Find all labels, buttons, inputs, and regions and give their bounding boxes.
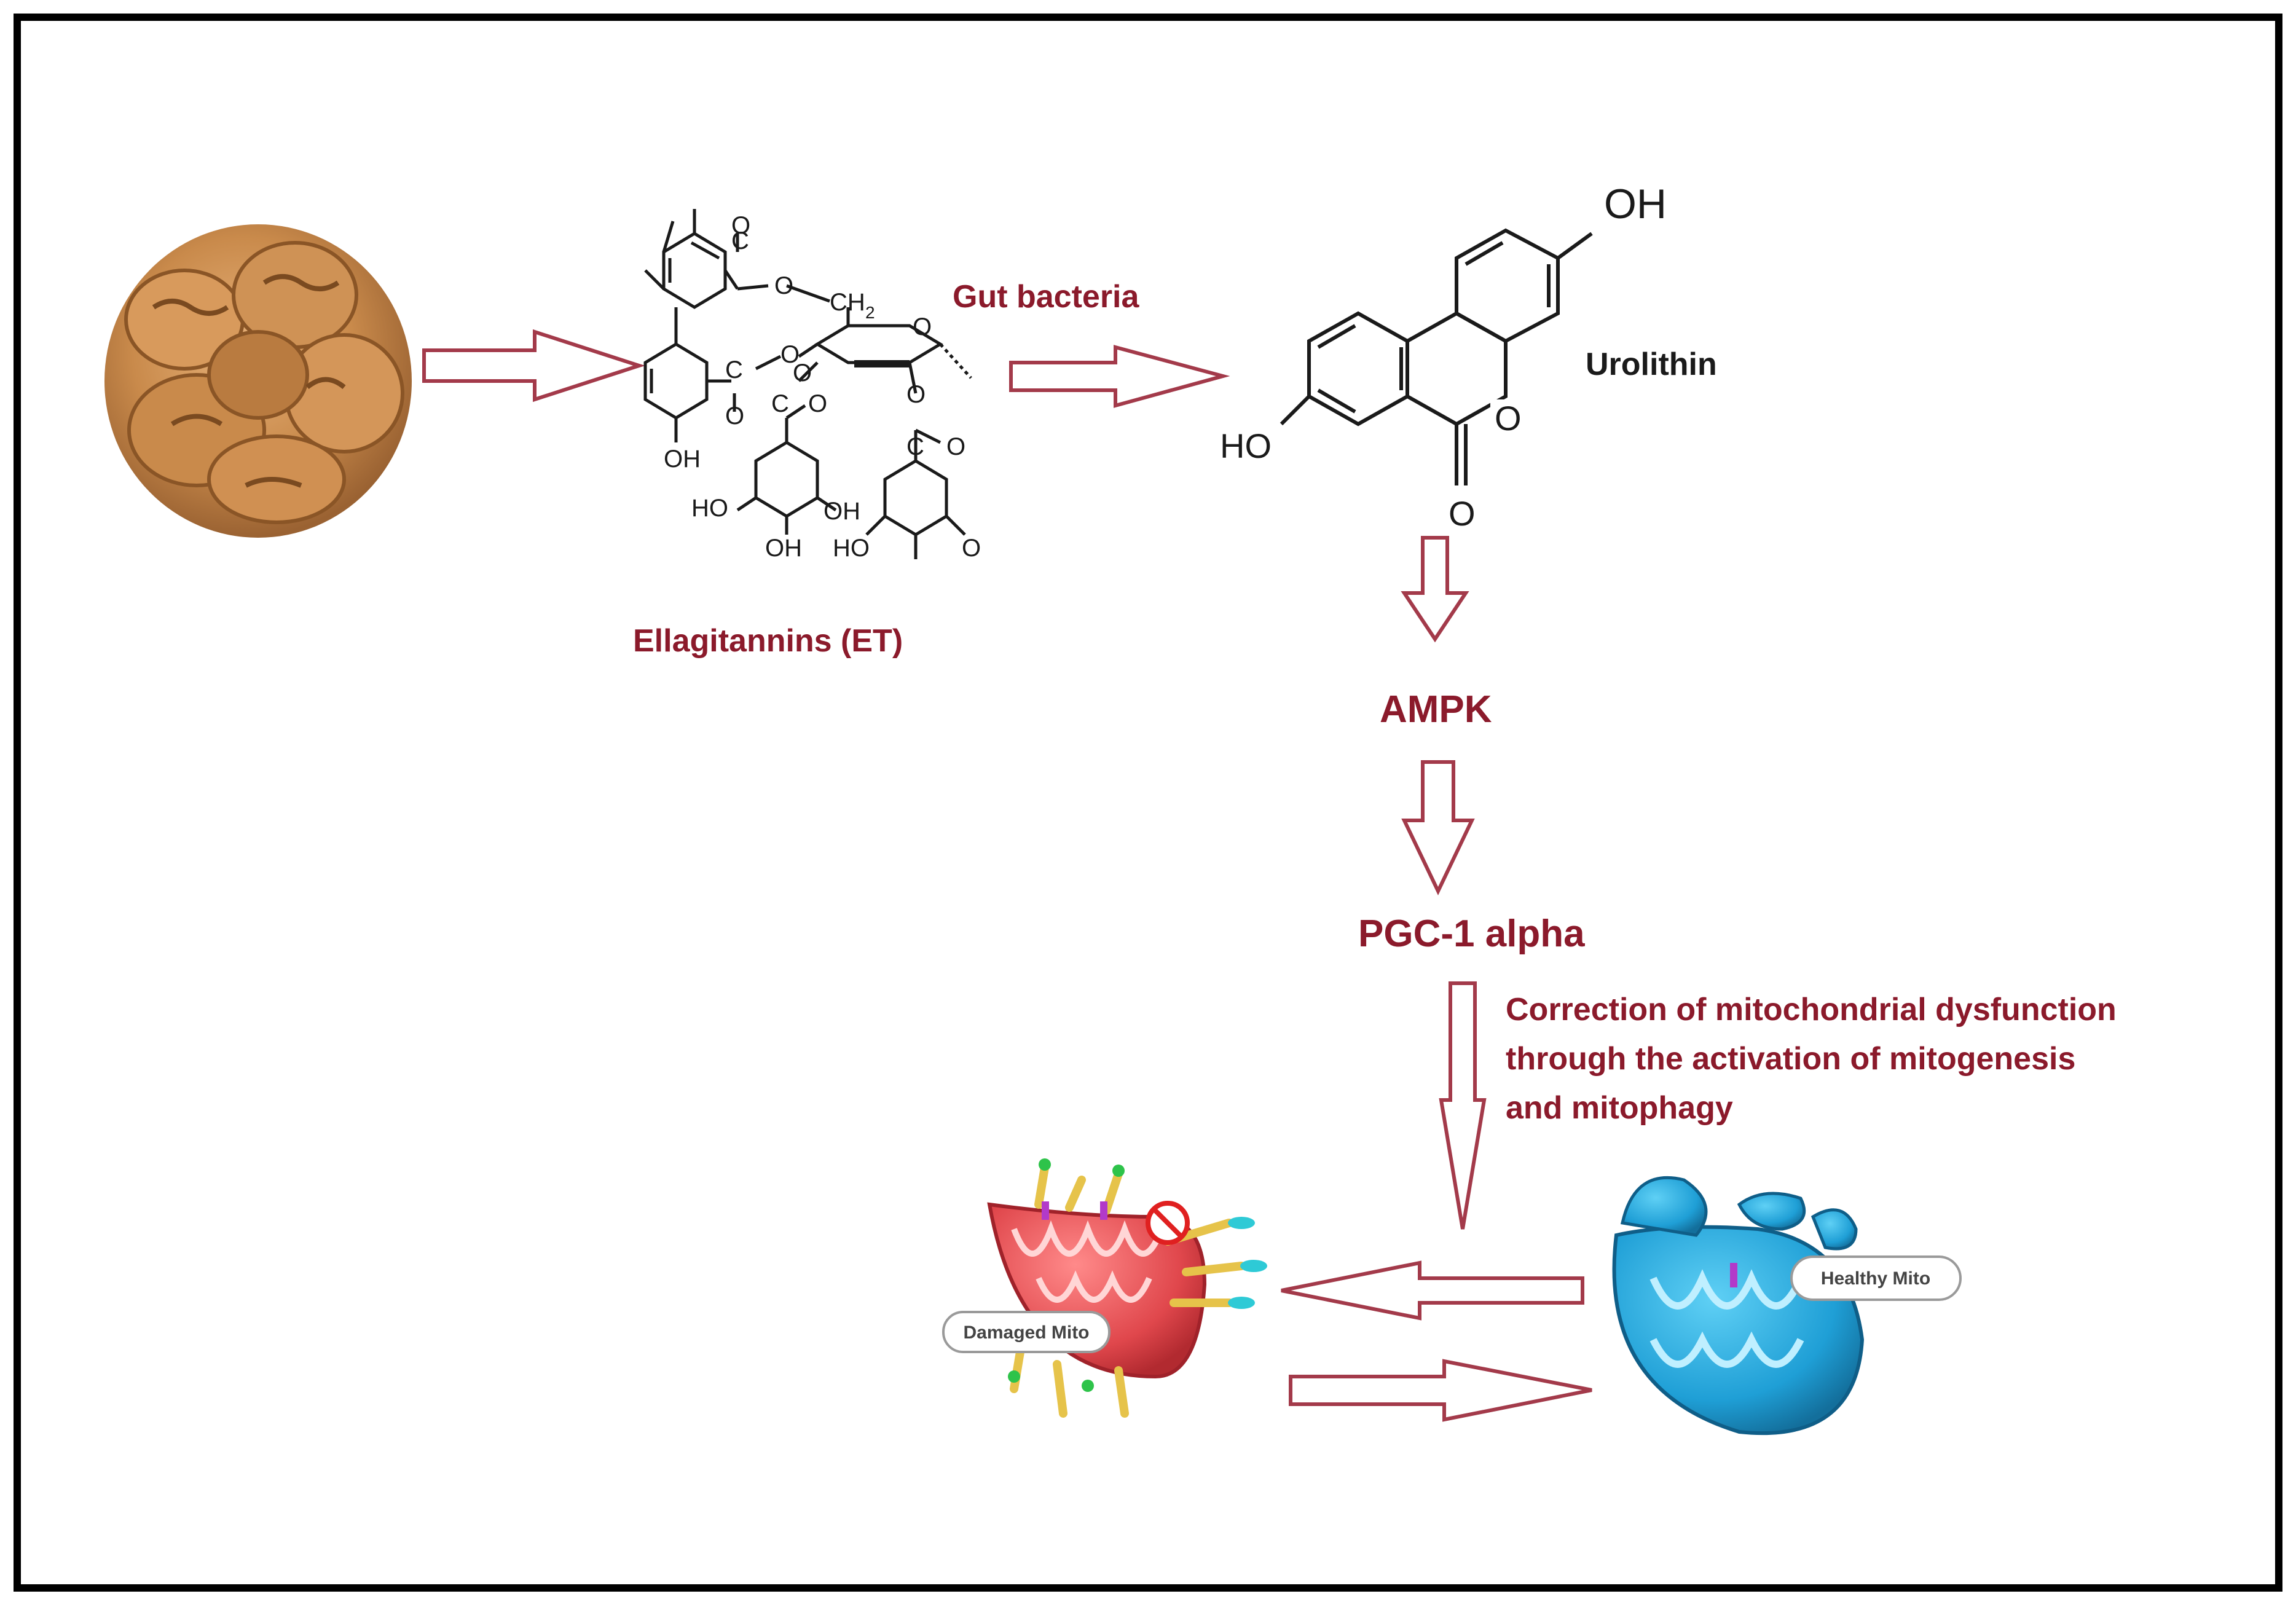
urolithin-label: Urolithin <box>1586 347 1717 382</box>
et-oh-1: OH <box>664 446 701 473</box>
gut-bacteria-label: Gut bacteria <box>953 279 1139 315</box>
et-o-b: O <box>774 272 793 299</box>
et-o-g: O <box>906 381 926 408</box>
urolithin-oh-top: OH <box>1604 181 1667 227</box>
urolithin-atom-labels: OH HO O O <box>1220 181 1667 533</box>
arrow-pgc-to-mito <box>1439 981 1487 1230</box>
et-o-a: O <box>731 212 750 239</box>
frame-border <box>14 14 2282 1592</box>
et-o-6: O <box>962 535 981 562</box>
et-ch2-sub: 2 <box>865 303 875 322</box>
et-oh-3: OH <box>824 498 860 525</box>
arrow-ampk-to-pgc <box>1401 760 1475 895</box>
correction-line-1: Correction of mitochondrial dysfunction <box>1506 992 2117 1027</box>
correction-line-3: and mitophagy <box>1506 1090 1733 1126</box>
ellagitannin-structure <box>643 209 972 559</box>
arrow-et-to-urolithin <box>1009 345 1230 408</box>
arrow-healthy-to-damaged <box>1281 1260 1584 1321</box>
et-o-d: O <box>725 403 744 430</box>
ellagitannin-atom-labels: C O O CH 2 O O C O O C O O C O OH HO OH … <box>664 212 981 562</box>
et-oh-4: OH <box>765 535 802 562</box>
arrow-damaged-to-healthy <box>1289 1359 1592 1422</box>
et-c-3: C <box>771 390 789 417</box>
correction-line-2: through the activation of mitogenesis <box>1506 1041 2075 1077</box>
et-o-h: O <box>946 433 965 460</box>
arrow-urolithin-to-ampk <box>1401 536 1469 643</box>
ampk-label: AMPK <box>1380 688 1492 731</box>
et-c-4: C <box>906 433 924 460</box>
et-o-e: O <box>793 360 812 387</box>
et-o-ring: O <box>913 313 932 340</box>
ellagitannins-label: Ellagitannins (ET) <box>633 623 903 659</box>
urolithin-ho-left: HO <box>1220 426 1272 465</box>
damaged-mito-label: Damaged Mito <box>963 1322 1089 1343</box>
et-c-2: C <box>725 356 743 383</box>
walnut-image <box>104 224 412 538</box>
et-o-c: O <box>780 341 800 368</box>
urolithin-ring-o: O <box>1495 399 1522 438</box>
et-ch2: CH <box>830 289 865 316</box>
healthy-mito-label: Healthy Mito <box>1821 1268 1930 1289</box>
et-ho-2: HO <box>691 495 728 522</box>
healthy-mitochondrion-image: Healthy Mito <box>1612 1176 1962 1436</box>
arrow-walnut-to-et <box>422 329 645 403</box>
et-c-1: C <box>731 227 749 254</box>
pgc-label: PGC-1 alpha <box>1358 913 1585 955</box>
damaged-mitochondrion-image: Damaged Mito <box>942 1158 1267 1418</box>
urolithin-carbonyl-o: O <box>1449 494 1476 533</box>
et-o-f: O <box>808 390 827 417</box>
urolithin-structure <box>1280 228 1593 485</box>
et-ho-5: HO <box>833 535 870 562</box>
